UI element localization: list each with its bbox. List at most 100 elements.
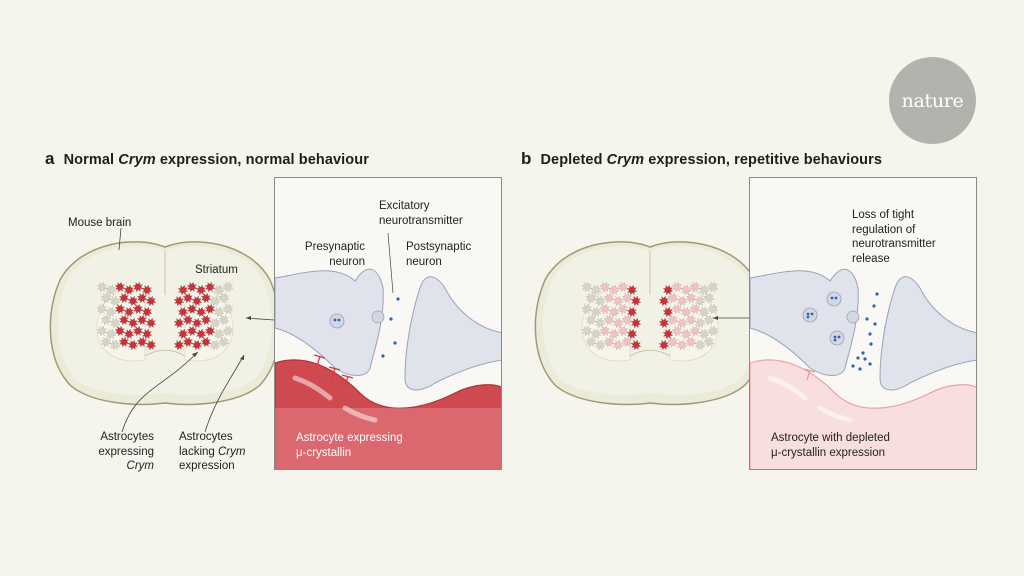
label-mouse-brain: Mouse brain <box>68 217 132 229</box>
pointer-mouse-brain <box>118 227 122 251</box>
neurotransmitter-dot <box>865 317 869 321</box>
astrocyte-cell <box>617 325 629 337</box>
astrocyte-cell <box>703 314 715 326</box>
astrocyte-cell <box>703 292 715 304</box>
astrocyte-cell <box>685 292 697 304</box>
astrocyte-cell <box>123 328 135 340</box>
astrocyte-cell <box>200 314 212 326</box>
astrocyte-cell <box>109 339 121 351</box>
astrocyte-highlight <box>767 375 808 401</box>
astrocyte-cell <box>658 295 670 307</box>
astrocyte-cell <box>132 281 144 293</box>
astrocyte-cell <box>145 295 157 307</box>
neurotransmitter-dot <box>863 357 867 361</box>
neurotransmitter-dot <box>858 367 862 371</box>
astrocyte-cell <box>204 325 216 337</box>
astrocyte-cell <box>222 281 234 293</box>
inhibition-marker <box>803 368 816 381</box>
astrocyte-cell <box>204 303 216 315</box>
astrocyte-cell <box>186 281 198 293</box>
astrocyte-cell <box>703 336 715 348</box>
astrocyte-cell <box>141 306 153 318</box>
astrocyte-cell <box>118 336 130 348</box>
astrocyte-cell <box>707 303 719 315</box>
neurotransmitter-dot <box>333 318 337 322</box>
astrocyte-cell <box>145 317 157 329</box>
astrocyte-cell <box>109 295 121 307</box>
astrocyte-cell <box>182 314 194 326</box>
astrocyte-cell <box>594 339 606 351</box>
astrocyte-cell <box>105 306 117 318</box>
astrocyte-highlight <box>292 375 333 401</box>
astrocyte-cell <box>667 336 679 348</box>
astrocyte-cell <box>173 317 185 329</box>
astrocyte-cell <box>127 317 139 329</box>
astrocyte-cell <box>222 325 234 337</box>
astrocyte-cell <box>581 303 593 315</box>
brain-section <box>534 241 766 406</box>
astrocyte-cell <box>173 339 185 351</box>
inhibition-marker <box>313 354 326 367</box>
astrocyte-cell <box>630 317 642 329</box>
astrocyte-cell <box>182 292 194 304</box>
astrocyte-cell <box>132 325 144 337</box>
astrocyte-cell <box>621 314 633 326</box>
astrocyte-cell <box>630 295 642 307</box>
neurotransmitter-dot <box>869 342 873 346</box>
postsynaptic-neuron <box>404 276 501 391</box>
astrocyte-cell <box>594 295 606 307</box>
synaptic-vesicle <box>829 330 845 346</box>
astrocyte-cell <box>603 336 615 348</box>
title-text: Normal <box>63 152 119 168</box>
astrocyte-cell <box>114 281 126 293</box>
neurotransmitter-dot <box>834 296 838 300</box>
astrocyte-cell <box>127 339 139 351</box>
astrocyte-cell <box>177 328 189 340</box>
neurotransmitter-dot <box>833 335 837 339</box>
astrocyte-cell <box>689 303 701 315</box>
title-text: expression, repetitive behaviours <box>644 152 883 168</box>
astrocyte-cell <box>136 314 148 326</box>
astrocyte-cell <box>186 325 198 337</box>
astrocyte-cell <box>621 292 633 304</box>
astrocyte-cell <box>612 295 624 307</box>
neurotransmitter-dot <box>851 364 855 368</box>
astrocyte-cell <box>186 303 198 315</box>
astrocyte-cell <box>594 317 606 329</box>
astrocyte-cell <box>177 306 189 318</box>
astrocyte-cell <box>662 328 674 340</box>
astrocyte-cell <box>114 303 126 315</box>
astrocyte-shade <box>275 408 501 469</box>
label-striatum: Striatum <box>195 264 238 276</box>
astrocyte-cell <box>141 328 153 340</box>
astrocyte-cell <box>707 281 719 293</box>
astrocyte-cell <box>603 314 615 326</box>
gene-name: Crym <box>606 152 645 168</box>
astrocyte-cell <box>608 328 620 340</box>
synaptic-vesicle <box>802 307 818 323</box>
astrocyte-cell <box>123 306 135 318</box>
astrocyte-cell <box>671 303 683 315</box>
astrocyte-cell <box>173 295 185 307</box>
astrocyte-cell <box>105 328 117 340</box>
astrocyte-cell <box>109 317 121 329</box>
astrocyte-cell <box>100 336 112 348</box>
astrocyte-cell <box>667 314 679 326</box>
astrocyte-cell <box>218 314 230 326</box>
neurotransmitter-dot <box>806 315 810 319</box>
astrocyte-highlight <box>342 405 378 423</box>
astrocyte-cell <box>204 281 216 293</box>
astrocyte-cell <box>599 303 611 315</box>
astrocyte-cell <box>132 303 144 315</box>
astrocyte-cell <box>685 314 697 326</box>
astrocyte-cell <box>626 306 638 318</box>
synapse-illustration-depleted <box>750 268 976 469</box>
astrocyte-cell <box>145 339 157 351</box>
neurotransmitter-dot <box>830 296 834 300</box>
astrocyte-cell <box>127 295 139 307</box>
pointer-excitatory <box>387 232 394 294</box>
